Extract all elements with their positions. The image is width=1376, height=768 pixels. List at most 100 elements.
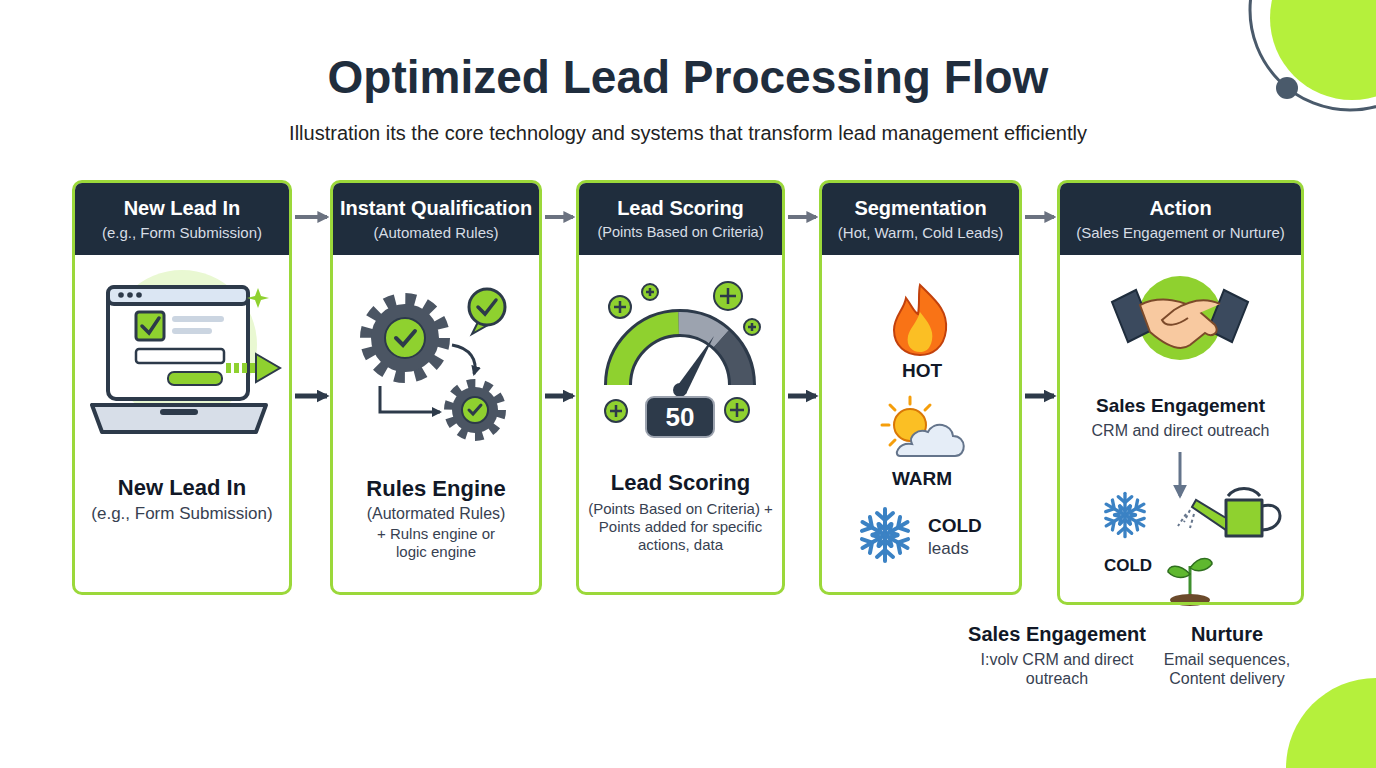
score-gauge-icon — [618, 323, 679, 385]
card-title: Sales Engagement — [1064, 395, 1297, 418]
action-icons — [1162, 300, 1220, 325]
flow-arrow — [295, 215, 327, 219]
laptop-form-icon — [168, 372, 222, 385]
action-icons — [1138, 276, 1222, 360]
outcome-text: Email sequences, Content delivery — [1147, 650, 1307, 688]
gears-icon — [478, 300, 496, 314]
header-subtitle: (Hot, Warm, Cold Leads) — [826, 224, 1015, 242]
segment-label: WARM — [862, 468, 982, 491]
action-icons — [1226, 500, 1262, 536]
laptop-form-icon — [92, 270, 280, 432]
gears-icon — [380, 386, 440, 412]
corner-decoration — [1276, 77, 1298, 99]
laptop-form-icon — [226, 363, 258, 373]
action-icons — [1228, 489, 1260, 497]
flow-arrow — [545, 215, 573, 219]
temperature-icons — [858, 509, 911, 561]
flow-arrow — [788, 394, 816, 399]
laptop-form-icon — [127, 292, 133, 298]
laptop-form-icon — [247, 288, 269, 308]
process-card: New Lead In (e.g., Form Submission) New Le… — [72, 180, 292, 595]
header-subtitle: (Sales Engagement or Nurture) — [1064, 224, 1297, 242]
score-gauge-icon — [721, 339, 742, 385]
page-title: Optimized Lead Processing Flow — [40, 50, 1336, 105]
laptop-form-icon — [92, 405, 266, 432]
subtitle: Illustration its the core technology and… — [90, 121, 1286, 145]
header-subtitle: (Automated Rules) — [337, 224, 535, 242]
temperature-icons — [897, 425, 964, 456]
action-icons — [1168, 566, 1190, 577]
process-card: Lead Scoring (Points Based on Criteria) Le… — [576, 180, 785, 595]
laptop-form-icon — [136, 349, 224, 363]
process-card: Instant Qualification (Automated Rules) Ru… — [330, 180, 542, 595]
gears-icon — [462, 397, 488, 423]
laptop-form-icon — [108, 287, 248, 304]
process-card: Action (Sales Engagement or Nurture) Sales… — [1057, 180, 1304, 605]
laptop-form-icon — [108, 287, 248, 399]
process-card: Segmentation (Hot, Warm, Cold Leads) HOT WA… — [819, 180, 1022, 595]
card-text: (Autormated Rules) — [337, 504, 535, 523]
flow-arrow — [1025, 215, 1054, 219]
segment-label: leads — [928, 539, 1008, 559]
action-icons — [1192, 500, 1226, 530]
score-gauge-icon — [618, 323, 742, 385]
laptop-form-icon — [118, 292, 124, 298]
gears-icon — [367, 300, 443, 376]
temperature-icons — [894, 285, 946, 355]
segment-label: HOT — [862, 360, 982, 383]
segment-label: COLD — [928, 515, 1008, 538]
segment-label: COLD — [1088, 556, 1168, 576]
header-title: Instant Qualification — [337, 196, 535, 220]
score-gauge-icon — [673, 383, 687, 397]
card-note: + Rulns engine or logic engine — [361, 525, 511, 561]
gears-icon — [469, 405, 481, 414]
gears-icon — [385, 318, 425, 358]
corner-decoration — [1250, 0, 1376, 110]
flow-arrow — [295, 394, 327, 399]
action-icons — [1262, 505, 1280, 530]
action-icons — [1189, 566, 1192, 598]
card-text: CRM and direct outreach — [1064, 421, 1297, 440]
gears-icon — [371, 304, 439, 372]
laptop-form-icon — [172, 328, 212, 334]
flow-arrow — [1025, 394, 1054, 399]
laptop-form-icon — [256, 354, 280, 382]
outcome-title: Sales Engagement — [947, 622, 1167, 646]
temperature-icons — [908, 312, 933, 352]
header-title: Segmentation — [826, 196, 1015, 220]
flow-arrow — [545, 394, 573, 399]
card-title: Lead Scoring — [583, 470, 778, 496]
card-title: New Lead In — [79, 475, 285, 501]
header-subtitle: (Points Based on Criteria) — [583, 224, 778, 241]
action-icons — [1103, 493, 1147, 536]
corner-decoration — [1286, 678, 1376, 768]
header-subtitle: (e.g., Form Submission) — [79, 224, 285, 242]
score-number: 50 — [650, 402, 710, 433]
gears-icon — [469, 289, 505, 325]
gears-icon — [452, 387, 498, 433]
header-title: New Lead In — [79, 196, 285, 220]
gears-icon — [396, 331, 415, 345]
score-gauge-icon — [605, 282, 760, 422]
card-text: (e.g., Form Submission) — [79, 504, 285, 524]
gears-icon — [449, 384, 501, 436]
action-icons — [1190, 559, 1212, 571]
header-title: Action — [1064, 196, 1297, 220]
outcome-title: Nurture — [1147, 622, 1307, 646]
laptop-form-icon — [136, 312, 164, 340]
header-title: Lead Scoring — [583, 196, 778, 220]
laptop-form-icon — [160, 409, 198, 415]
laptop-form-icon — [172, 316, 224, 322]
flow-arrow — [788, 215, 816, 219]
score-gauge-icon — [605, 282, 760, 437]
gears-icon — [452, 345, 475, 374]
laptop-form-icon — [136, 292, 142, 298]
action-icons — [1178, 510, 1194, 528]
gears-icon — [367, 289, 505, 436]
card-text: (Points Based on Criteria) + Points adde… — [583, 500, 778, 554]
corner-decoration — [1270, 0, 1376, 100]
score-gauge-icon — [646, 397, 714, 437]
action-icons — [1179, 452, 1182, 496]
card-title: Rules Engine — [337, 476, 535, 502]
